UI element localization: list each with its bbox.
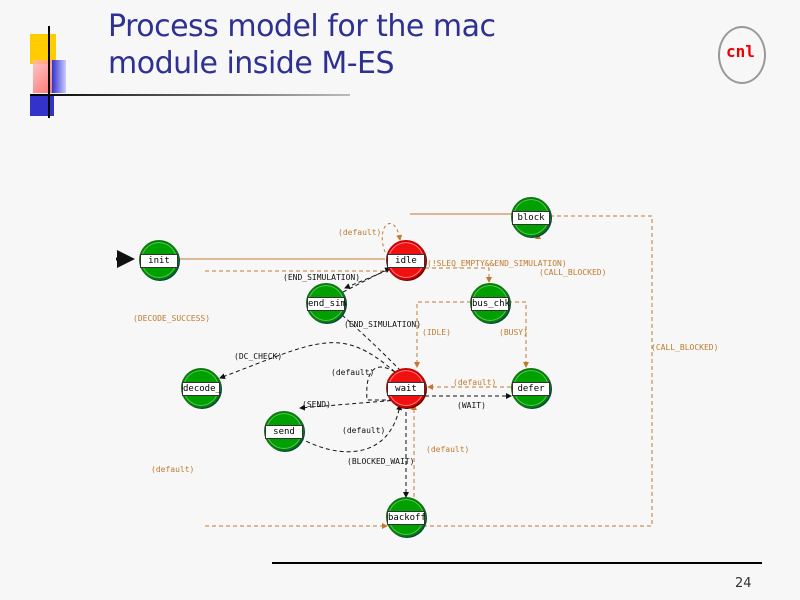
state-defer[interactable]: defer xyxy=(511,368,551,408)
vertical-rule xyxy=(48,26,50,118)
state-decode[interactable]: decode_ xyxy=(181,368,221,408)
state-init[interactable]: init xyxy=(139,240,179,280)
transition-label: (END_SIMULATION) xyxy=(344,320,422,329)
transition-label: (WAIT) xyxy=(457,401,486,410)
bottom-rule xyxy=(272,562,762,564)
transition-label: (default) xyxy=(338,228,382,237)
state-wait[interactable]: wait xyxy=(386,368,426,408)
state-bus-chk[interactable]: bus_chk xyxy=(470,283,510,323)
transition-label: (default) xyxy=(331,368,375,377)
state-backoff[interactable]: backoff xyxy=(386,497,426,537)
transition-label: (DC_CHECK) xyxy=(234,352,283,361)
state-send[interactable]: send xyxy=(264,411,304,451)
transition-label: (default) xyxy=(453,378,497,387)
transition-label: (BLOCKED_WAIT) xyxy=(347,457,415,466)
blue-fade-square xyxy=(52,60,66,93)
transition-label: (default) xyxy=(151,465,195,474)
transition-label: (END_SIMULATION) xyxy=(283,273,361,282)
transition-label: (default) xyxy=(426,445,470,454)
cnl-logo: cnl xyxy=(718,26,766,84)
page-number: 24 xyxy=(735,576,752,591)
transition-label: (DECODE_SUCCESS) xyxy=(133,314,211,323)
transition-label: (CALL_BLOCKED) xyxy=(651,343,719,352)
yellow-square xyxy=(30,34,56,64)
transition-label: (SEND) xyxy=(302,400,331,409)
transition-label: (IDLE) xyxy=(422,328,451,337)
state-block[interactable]: block xyxy=(511,197,551,237)
transition-label: (CALL_BLOCKED) xyxy=(539,268,607,277)
title-underline xyxy=(30,94,350,96)
state-idle[interactable]: idle xyxy=(386,240,426,280)
transition-label: (BUSY) xyxy=(499,328,528,337)
transition-label: (default) xyxy=(342,426,386,435)
transition-label: (!SLEQ_EMPTY&&END_SIMULATION) xyxy=(427,259,567,268)
state-end-sim[interactable]: end_sim xyxy=(306,283,346,323)
